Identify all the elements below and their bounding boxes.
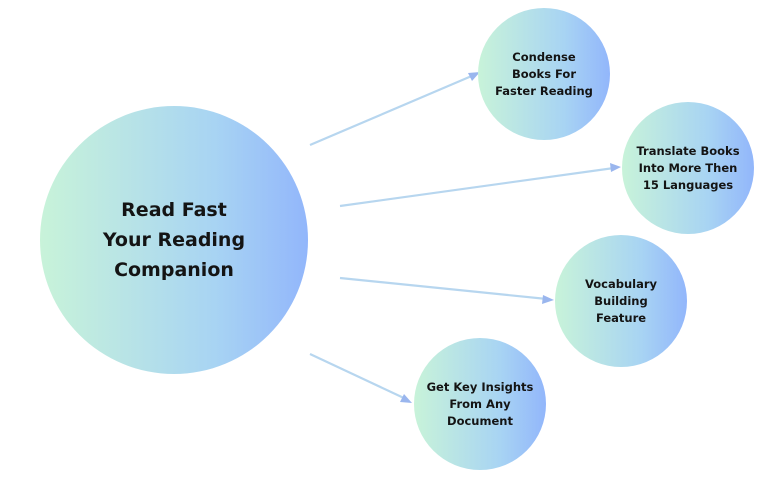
- central-topic-node: Read Fast Your Reading Companion: [40, 106, 308, 374]
- arrow-to-translate-books: [339, 163, 621, 208]
- feature-label: Vocabulary Building Feature: [584, 276, 658, 325]
- feature-label: Get Key Insights From Any Document: [426, 379, 534, 428]
- arrow-to-key-insights: [309, 353, 412, 403]
- arrow-to-vocabulary-building: [339, 276, 554, 304]
- feature-label: Translate Books Into More Then 15 Langua…: [636, 143, 740, 192]
- feature-node-vocabulary-building: Vocabulary Building Feature: [555, 235, 687, 367]
- feature-node-condense-books: Condense Books For Faster Reading: [478, 8, 610, 140]
- feature-node-translate-books: Translate Books Into More Then 15 Langua…: [622, 102, 754, 234]
- arrow-to-condense-books: [309, 72, 480, 147]
- central-topic-label: Read Fast Your Reading Companion: [102, 199, 246, 281]
- feature-label: Condense Books For Faster Reading: [495, 49, 593, 98]
- feature-node-key-insights: Get Key Insights From Any Document: [414, 338, 546, 470]
